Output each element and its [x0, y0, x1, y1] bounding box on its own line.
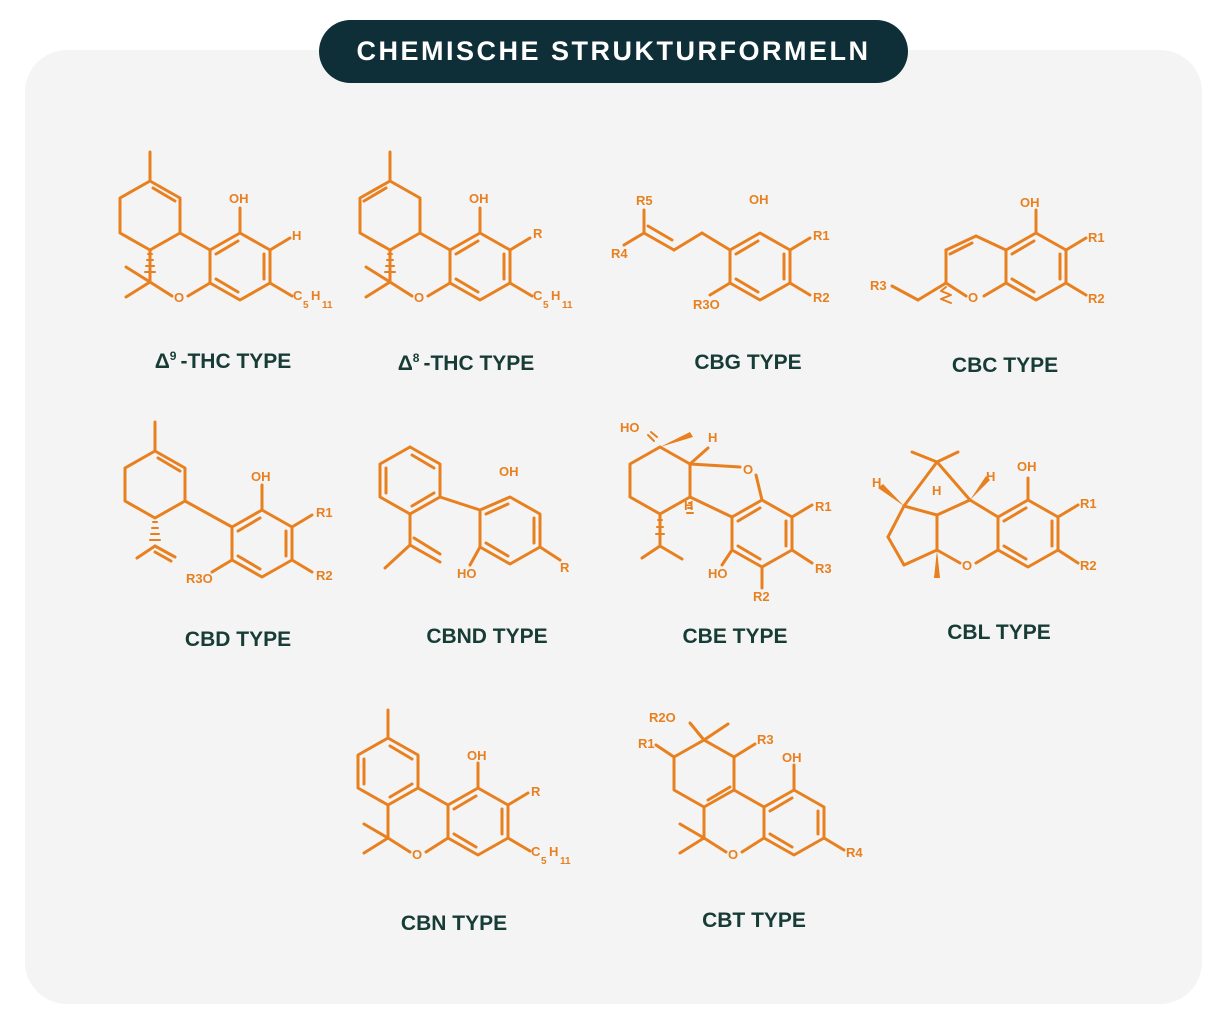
label-o: O — [962, 558, 972, 573]
label-o: O — [743, 462, 753, 477]
label-r1: R1 — [316, 505, 333, 520]
label-h2: H — [551, 288, 560, 303]
label-r: R — [531, 784, 541, 799]
label-h1: H — [708, 430, 717, 445]
label-h2: H — [549, 844, 558, 859]
label-oh: OH — [251, 469, 271, 484]
caption-cbt: CBT TYPE — [702, 909, 806, 932]
label-r2: R2 — [316, 568, 333, 583]
label-c: C — [533, 288, 543, 303]
label-ho: HO — [620, 420, 640, 435]
caption-cbg: CBG TYPE — [694, 351, 802, 374]
label-h2: H — [311, 288, 320, 303]
label-r2o: R2O — [649, 710, 676, 725]
label-oh: OH — [782, 750, 802, 765]
label-r4: R4 — [611, 246, 628, 261]
label-h2-sub: 11 — [562, 300, 573, 311]
label-r: R — [533, 226, 543, 241]
label-h: H — [292, 228, 301, 243]
label-c: C — [531, 844, 541, 859]
label-r3: R3 — [757, 732, 774, 747]
caption-text: -THC TYPE — [180, 350, 292, 373]
label-r1: R1 — [1088, 230, 1105, 245]
label-r2: R2 — [1088, 291, 1105, 306]
label-oh: OH — [499, 464, 519, 479]
label-r2: R2 — [813, 290, 830, 305]
label-h2-sub: 11 — [560, 856, 571, 867]
label-o: O — [968, 290, 978, 305]
label-c-sub: 5 — [543, 300, 549, 311]
label-r: R — [560, 560, 570, 575]
caption-cbnd: CBND TYPE — [426, 625, 548, 648]
label-r1: R1 — [638, 736, 655, 751]
caption-sup: 9 — [169, 349, 177, 363]
label-r3o: R3O — [186, 571, 213, 586]
label-o: O — [412, 847, 422, 862]
label-r5: R5 — [636, 193, 653, 208]
label-oh: OH — [1017, 459, 1037, 474]
label-o: O — [414, 290, 424, 305]
label-r3o: R3O — [693, 297, 720, 312]
label-oh: OH — [469, 191, 489, 206]
label-r2: R2 — [753, 589, 770, 604]
page-title: CHEMISCHE STRUKTURFORMELN — [319, 20, 908, 83]
label-oh: OH — [1020, 195, 1040, 210]
label-h2: H — [932, 483, 941, 498]
label-oh: OH — [229, 191, 249, 206]
caption-symbol: Δ — [397, 352, 413, 375]
caption-cbe: CBE TYPE — [682, 625, 788, 648]
caption-cbd: CBD TYPE — [184, 628, 292, 651]
label-c-sub: 5 — [541, 856, 547, 867]
label-h3: H — [986, 469, 995, 484]
label-r1: R1 — [1080, 496, 1097, 511]
label-r4: R4 — [846, 845, 863, 860]
caption-sup: 8 — [412, 351, 420, 365]
caption-symbol: Δ — [154, 350, 170, 373]
label-r2: R2 — [1080, 558, 1097, 573]
label-o: O — [728, 847, 738, 862]
label-r3: R3 — [870, 278, 887, 293]
label-o: O — [174, 290, 184, 305]
label-r1: R1 — [813, 228, 830, 243]
caption-cbc: CBC TYPE — [951, 354, 1059, 377]
label-r3: R3 — [815, 561, 832, 576]
caption-d8-thc: Δ8-THC TYPE — [346, 351, 586, 376]
label-ho: HO — [457, 566, 477, 581]
caption-d9-thc: Δ9-THC TYPE — [103, 349, 343, 374]
label-oh: OH — [467, 748, 487, 763]
caption-cbl: CBL TYPE — [947, 621, 1051, 644]
label-ho2: HO — [708, 566, 728, 581]
label-oh: OH — [749, 192, 769, 207]
label-c: C — [293, 288, 303, 303]
content-panel — [25, 50, 1202, 1004]
label-h2-sub: 11 — [322, 300, 333, 311]
caption-text: -THC TYPE — [423, 352, 535, 375]
label-h2: H — [684, 498, 693, 513]
label-h1: H — [872, 475, 881, 490]
label-c-sub: 5 — [303, 300, 309, 311]
label-r1: R1 — [815, 499, 832, 514]
caption-cbn: CBN TYPE — [400, 912, 508, 935]
